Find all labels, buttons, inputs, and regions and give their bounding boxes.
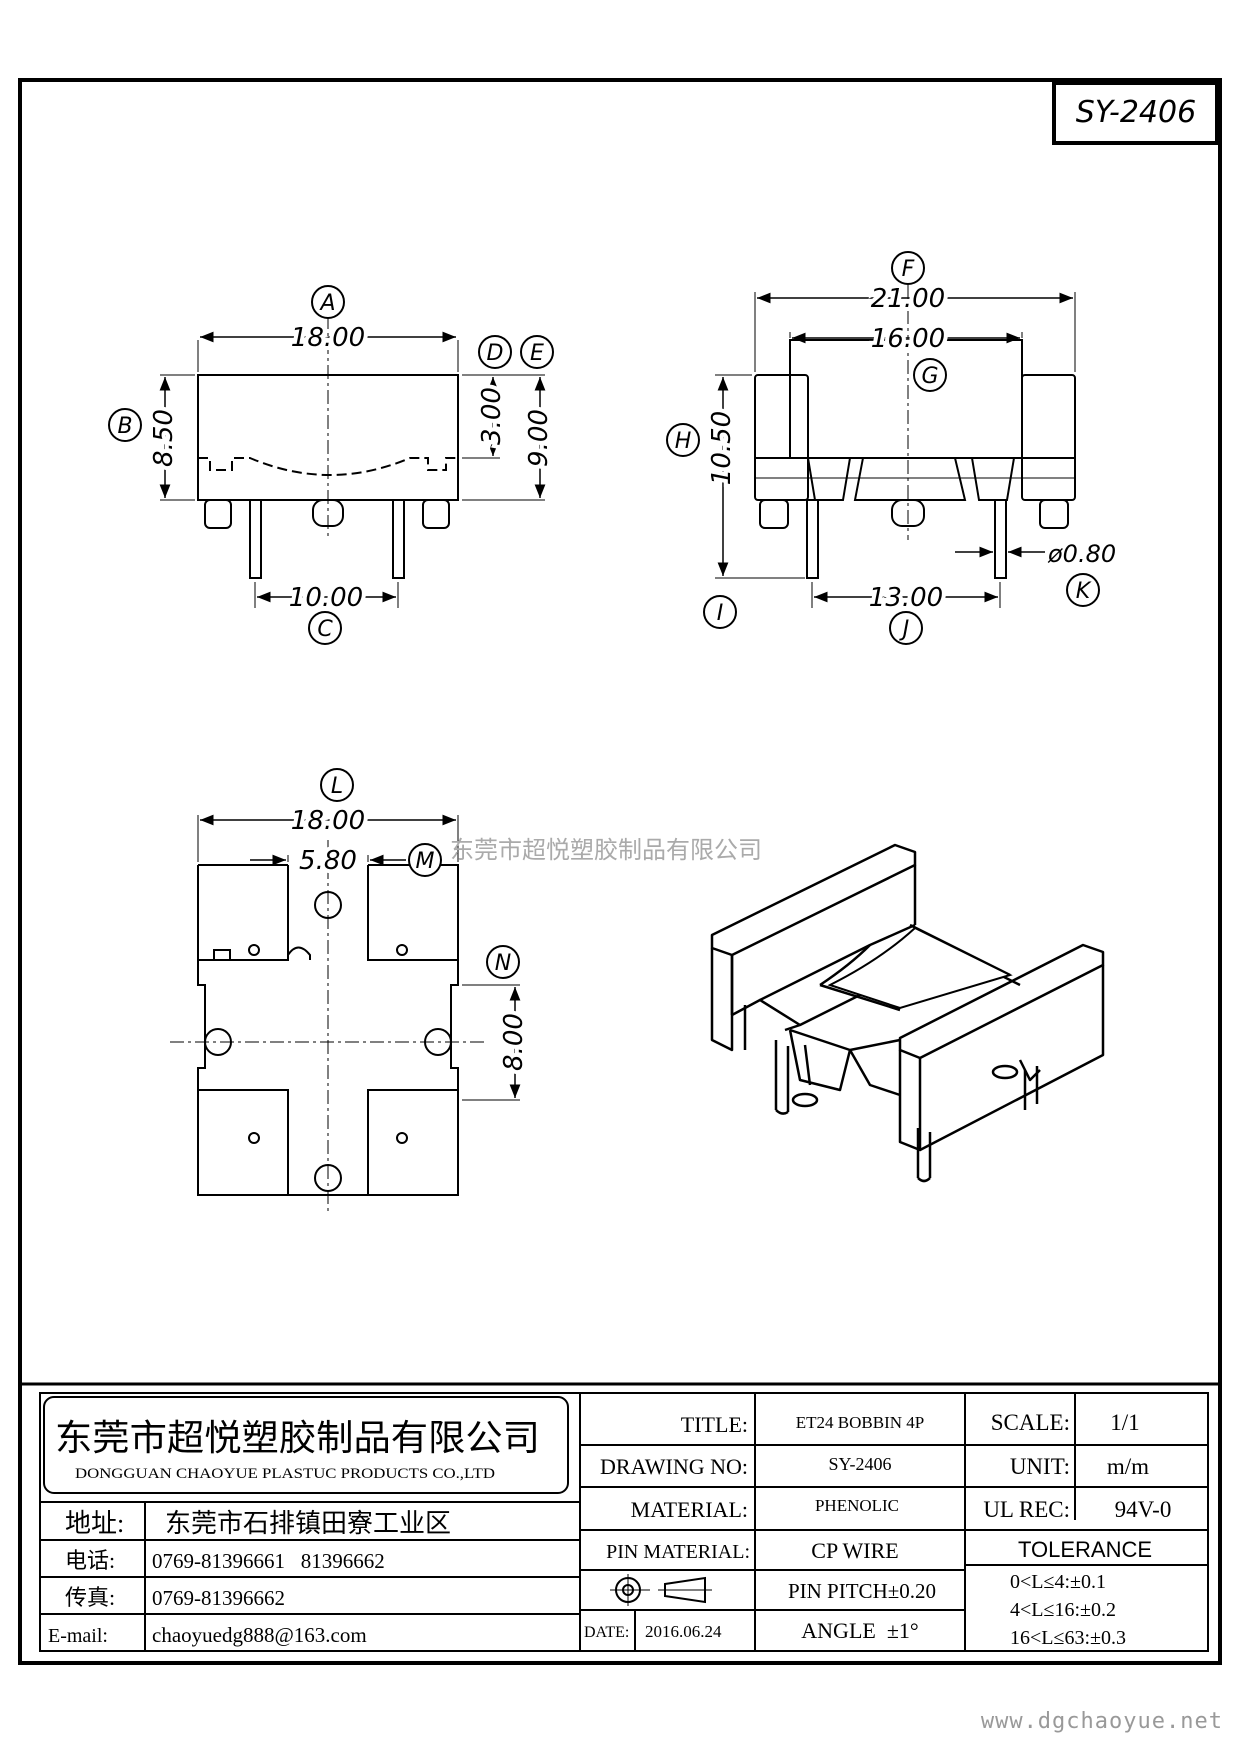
pin-material-value: CP WIRE [811, 1538, 898, 1563]
fax-label: 传真: [65, 1585, 115, 1610]
tolerance-label: TOLERANCE [1018, 1537, 1152, 1562]
address-label: 地址: [65, 1509, 124, 1538]
dim-B-value: 8.50 [149, 409, 179, 467]
callout-H-label: H [675, 429, 692, 454]
callout-C-label: C [317, 617, 333, 642]
callout-G-label: G [921, 364, 938, 389]
callout-J [889, 611, 923, 645]
tolerance-3: 16<L≤63:±0.3 [1010, 1627, 1126, 1649]
watermark: 东莞市超悦塑胶制品有限公司 [450, 836, 762, 864]
sheet-border [18, 78, 1222, 1665]
callout-G [913, 358, 947, 392]
dim-K-value: ø0.80 [1047, 540, 1116, 568]
pin-pitch-value: PIN PITCH±0.20 [788, 1579, 936, 1603]
dim-M-value: 5.80 [299, 846, 357, 876]
part-number: SY-2406 [1076, 95, 1196, 130]
callout-J-label: J [899, 617, 910, 642]
callout-N-label: N [495, 951, 511, 976]
drawing-no-value: SY-2406 [828, 1454, 891, 1474]
callout-K-label: K [1076, 579, 1092, 604]
fax-value: 0769-81396662 [152, 1586, 285, 1610]
callout-B-label: B [117, 414, 132, 439]
material-label: MATERIAL: [631, 1497, 748, 1522]
bottom-view-dims [200, 814, 521, 1098]
callout-D [478, 335, 512, 369]
projection-symbol-icon [610, 1574, 712, 1606]
callout-L [320, 768, 354, 802]
callout-E [520, 335, 554, 369]
date-label: DATE: [584, 1624, 629, 1641]
phone-value: 0769-81396661 81396662 [152, 1549, 385, 1573]
unit-value: m/m [1107, 1454, 1149, 1479]
callout-N [486, 945, 520, 979]
callout-A-label: A [318, 291, 335, 316]
callout-K [1066, 573, 1100, 607]
callout-B [108, 408, 142, 442]
company-name-cn: 东莞市超悦塑胶制品有限公司 [55, 1418, 540, 1458]
callout-M-label: M [416, 849, 435, 874]
callout-L-label: L [331, 774, 343, 799]
dim-A-value: 18.00 [291, 323, 365, 353]
ul-label: UL REC: [983, 1497, 1070, 1522]
dim-C-value: 10.00 [289, 583, 363, 613]
front-view-dims [159, 331, 546, 603]
title-block [20, 1382, 1220, 1652]
title-label: TITLE: [681, 1412, 748, 1437]
tolerance-2: 4<L≤16:±0.2 [1010, 1599, 1116, 1621]
tolerance-1: 0<L≤4:±0.1 [1010, 1571, 1106, 1593]
isometric-view [710, 843, 1105, 1183]
angle-value: ANGLE ±1° [801, 1618, 918, 1643]
front-view [160, 315, 545, 608]
callout-circles [108, 251, 1100, 979]
callout-H [666, 423, 700, 457]
drawing-no-label: DRAWING NO: [600, 1454, 748, 1479]
side-view [715, 285, 1076, 608]
bottom-view [170, 815, 520, 1215]
pin-material-label: PIN MATERIAL: [606, 1541, 750, 1563]
isometric-shading [827, 926, 1013, 1010]
dim-G-value: 16.00 [871, 324, 945, 354]
website-url: www.dgchaoyue.net [980, 1709, 1223, 1734]
side-view-dims [717, 292, 1073, 603]
dim-F-value: 21.00 [871, 284, 945, 314]
unit-label: UNIT: [1010, 1454, 1070, 1479]
dim-E-value: 9.00 [524, 409, 554, 467]
ul-value: 94V-0 [1115, 1497, 1172, 1522]
callout-I-label: I [717, 601, 724, 626]
callout-E-label: E [530, 341, 544, 366]
scale-label: SCALE: [991, 1410, 1070, 1435]
dim-N-value: 8.00 [499, 1013, 529, 1071]
callout-F-label: F [902, 257, 915, 282]
dim-H-value: 10.50 [707, 411, 737, 485]
phone-label: 电话: [65, 1548, 115, 1573]
dim-D-value: 3.00 [477, 387, 507, 445]
callout-C [308, 611, 342, 645]
callout-F [891, 251, 925, 285]
dim-L-value: 18.00 [291, 806, 365, 836]
address-value: 东莞市石排镇田寮工业区 [165, 1509, 451, 1538]
company-name-en: DONGGUAN CHAOYUE PLASTUC PRODUCTS CO.,LT… [75, 1466, 495, 1482]
callout-D-label: D [487, 341, 504, 366]
material-value: PHENOLIC [815, 1496, 899, 1515]
email-label: E-mail: [48, 1625, 108, 1647]
callout-M [408, 843, 442, 877]
date-value: 2016.06.24 [645, 1622, 722, 1641]
callout-I [703, 595, 737, 629]
dim-J-value: 13.00 [869, 583, 943, 613]
title-value: ET24 BOBBIN 4P [796, 1413, 924, 1432]
scale-value: 1/1 [1110, 1410, 1139, 1435]
email-value: chaoyuedg888@163.com [152, 1623, 367, 1647]
part-number-box: SY-2406 [1052, 81, 1219, 145]
callout-A [311, 285, 345, 319]
